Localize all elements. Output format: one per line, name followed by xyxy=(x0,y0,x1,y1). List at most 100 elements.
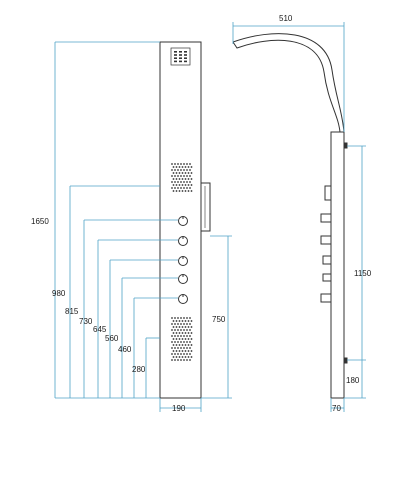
label-bottom-height: 180 xyxy=(346,376,360,385)
nozzle-dot xyxy=(181,178,184,180)
nozzle-dot xyxy=(190,172,193,174)
nozzle-dot xyxy=(178,326,181,328)
label-handshower-height: 750 xyxy=(212,315,226,324)
top-grill-slot xyxy=(179,54,182,56)
nozzle-dot xyxy=(178,344,181,346)
nozzle-dot xyxy=(171,341,173,343)
nozzle-dot xyxy=(181,356,184,358)
nozzle-dot xyxy=(175,178,178,180)
nozzle-dot xyxy=(180,187,182,189)
nozzle-dot xyxy=(183,169,185,171)
nozzle-dot xyxy=(189,181,191,183)
nozzle-dot xyxy=(187,356,190,358)
nozzle-dot xyxy=(178,172,181,174)
label-mount-spacing: 1150 xyxy=(354,269,372,278)
nozzle-dot xyxy=(184,326,187,328)
nozzle-dot xyxy=(187,184,190,186)
nozzle-dot xyxy=(177,335,179,337)
nozzle-dot xyxy=(174,353,176,355)
nozzle-dot xyxy=(172,326,175,328)
nozzle-dot xyxy=(190,320,193,322)
top-grill-slot xyxy=(174,54,177,56)
nozzle-dot xyxy=(171,187,173,189)
nozzle-dot xyxy=(177,347,179,349)
nozzle-dot xyxy=(187,344,190,346)
nozzle-dot xyxy=(172,356,175,358)
nozzle-dot xyxy=(181,166,184,168)
label-total-height: 1650 xyxy=(31,217,49,226)
nozzle-dot xyxy=(189,347,191,349)
top-mount-bracket xyxy=(343,142,348,149)
top-grill-slot xyxy=(184,54,187,56)
nozzle-dot xyxy=(184,172,187,174)
nozzle-dot xyxy=(180,181,182,183)
nozzle-dot xyxy=(177,359,179,361)
nozzle-dot xyxy=(172,320,175,322)
nozzle-dot xyxy=(174,341,176,343)
side-knob-5 xyxy=(320,293,332,303)
nozzle-dot xyxy=(178,356,181,358)
nozzle-dot xyxy=(180,341,182,343)
label-height-460: 460 xyxy=(118,345,132,354)
nozzle-dot xyxy=(187,320,190,322)
nozzle-dot xyxy=(175,338,178,340)
nozzle-dot xyxy=(172,172,175,174)
nozzle-dot xyxy=(184,190,187,192)
nozzle-dot xyxy=(177,317,179,319)
nozzle-dot xyxy=(175,356,178,358)
top-nozzle-frame xyxy=(170,47,191,66)
nozzle-dot xyxy=(174,323,176,325)
nozzle-dot xyxy=(186,187,188,189)
nozzle-dot xyxy=(172,190,175,192)
side-knob-1 xyxy=(320,213,332,223)
nozzle-dot xyxy=(181,172,184,174)
nozzle-dot xyxy=(186,163,188,165)
nozzle-dot xyxy=(190,190,193,192)
nozzle-dot xyxy=(187,178,190,180)
top-grill-slot xyxy=(174,57,177,59)
nozzle-dot xyxy=(175,320,178,322)
nozzle-dot xyxy=(183,317,185,319)
nozzle-dot xyxy=(177,169,179,171)
nozzle-dot xyxy=(187,332,190,334)
nozzle-dot xyxy=(175,190,178,192)
label-height-645: 645 xyxy=(93,325,107,334)
nozzle-dot xyxy=(180,329,182,331)
nozzle-dot xyxy=(181,326,184,328)
nozzle-dot xyxy=(171,335,173,337)
nozzle-dot xyxy=(184,184,187,186)
nozzle-dot xyxy=(178,332,181,334)
nozzle-dot xyxy=(180,175,182,177)
nozzle-dot xyxy=(171,329,173,331)
nozzle-dot xyxy=(174,347,176,349)
nozzle-dot xyxy=(178,190,181,192)
nozzle-dot xyxy=(180,323,182,325)
nozzle-dot xyxy=(181,344,184,346)
nozzle-dot xyxy=(175,350,178,352)
nozzle-dot xyxy=(189,359,191,361)
nozzle-dot xyxy=(184,344,187,346)
label-height-560: 560 xyxy=(105,334,119,343)
nozzle-dot xyxy=(177,175,179,177)
nozzle-dot xyxy=(189,175,191,177)
nozzle-dot xyxy=(186,329,188,331)
lower-body-jets-grid-icon xyxy=(171,317,193,361)
side-holder xyxy=(324,185,332,201)
nozzle-dot xyxy=(181,320,184,322)
nozzle-dot xyxy=(183,323,185,325)
nozzle-dot xyxy=(183,341,185,343)
front-dimension-lines xyxy=(54,41,232,412)
nozzle-dot xyxy=(186,347,188,349)
nozzle-dot xyxy=(180,359,182,361)
bottom-mount-bracket xyxy=(343,357,348,364)
nozzle-dot xyxy=(186,323,188,325)
nozzle-dot xyxy=(171,169,173,171)
nozzle-dot xyxy=(186,335,188,337)
nozzle-dot xyxy=(186,181,188,183)
nozzle-dot xyxy=(175,166,178,168)
nozzle-dot xyxy=(174,175,176,177)
label-arm-reach: 510 xyxy=(279,14,293,23)
nozzle-dot xyxy=(175,172,178,174)
nozzle-dot xyxy=(183,329,185,331)
nozzle-dot xyxy=(174,169,176,171)
